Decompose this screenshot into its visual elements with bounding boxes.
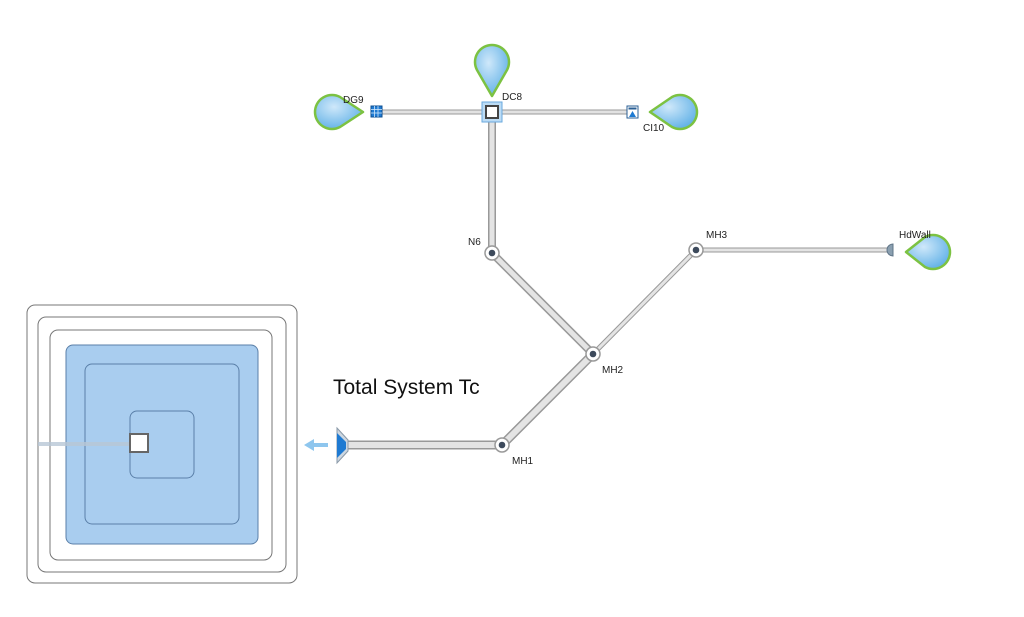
node-mh3-manhole-icon[interactable]	[688, 242, 704, 258]
node-label-n6: N6	[468, 237, 481, 248]
node-n6-manhole-icon[interactable]	[484, 245, 500, 261]
node-label-mh1: MH1	[512, 456, 534, 467]
outfall-icon[interactable]	[336, 426, 349, 465]
drop-dc8-icon[interactable]	[473, 43, 511, 98]
node-label-mh3: MH3	[706, 230, 728, 241]
node-dc8-box-icon[interactable]	[481, 101, 503, 123]
node-dg9-grate-icon[interactable]	[370, 105, 383, 118]
node-ci10-inlet-icon[interactable]	[626, 105, 639, 119]
pond-catchment[interactable]	[26, 304, 298, 584]
node-label-dc8: DC8	[502, 92, 522, 103]
node-mh1-manhole-icon[interactable]	[494, 437, 510, 453]
system-tc-label: Total System Tc	[333, 376, 480, 399]
drop-hdwall-icon[interactable]	[904, 233, 952, 271]
node-label-dg9: DG9	[343, 95, 364, 106]
pond-outlet-node[interactable]	[129, 433, 149, 453]
node-label-mh2: MH2	[602, 365, 624, 376]
drop-ci10-icon[interactable]	[648, 93, 699, 131]
node-label-ci10: CI10	[643, 123, 665, 134]
node-hdwall-headwall-icon[interactable]	[886, 243, 894, 257]
pipe-network	[343, 109, 890, 450]
flow-arrow-icon	[304, 439, 328, 451]
node-mh2-manhole-icon[interactable]	[585, 346, 601, 362]
node-label-hdwall: HdWall	[899, 230, 931, 241]
drop-dg9-icon[interactable]	[313, 93, 365, 131]
